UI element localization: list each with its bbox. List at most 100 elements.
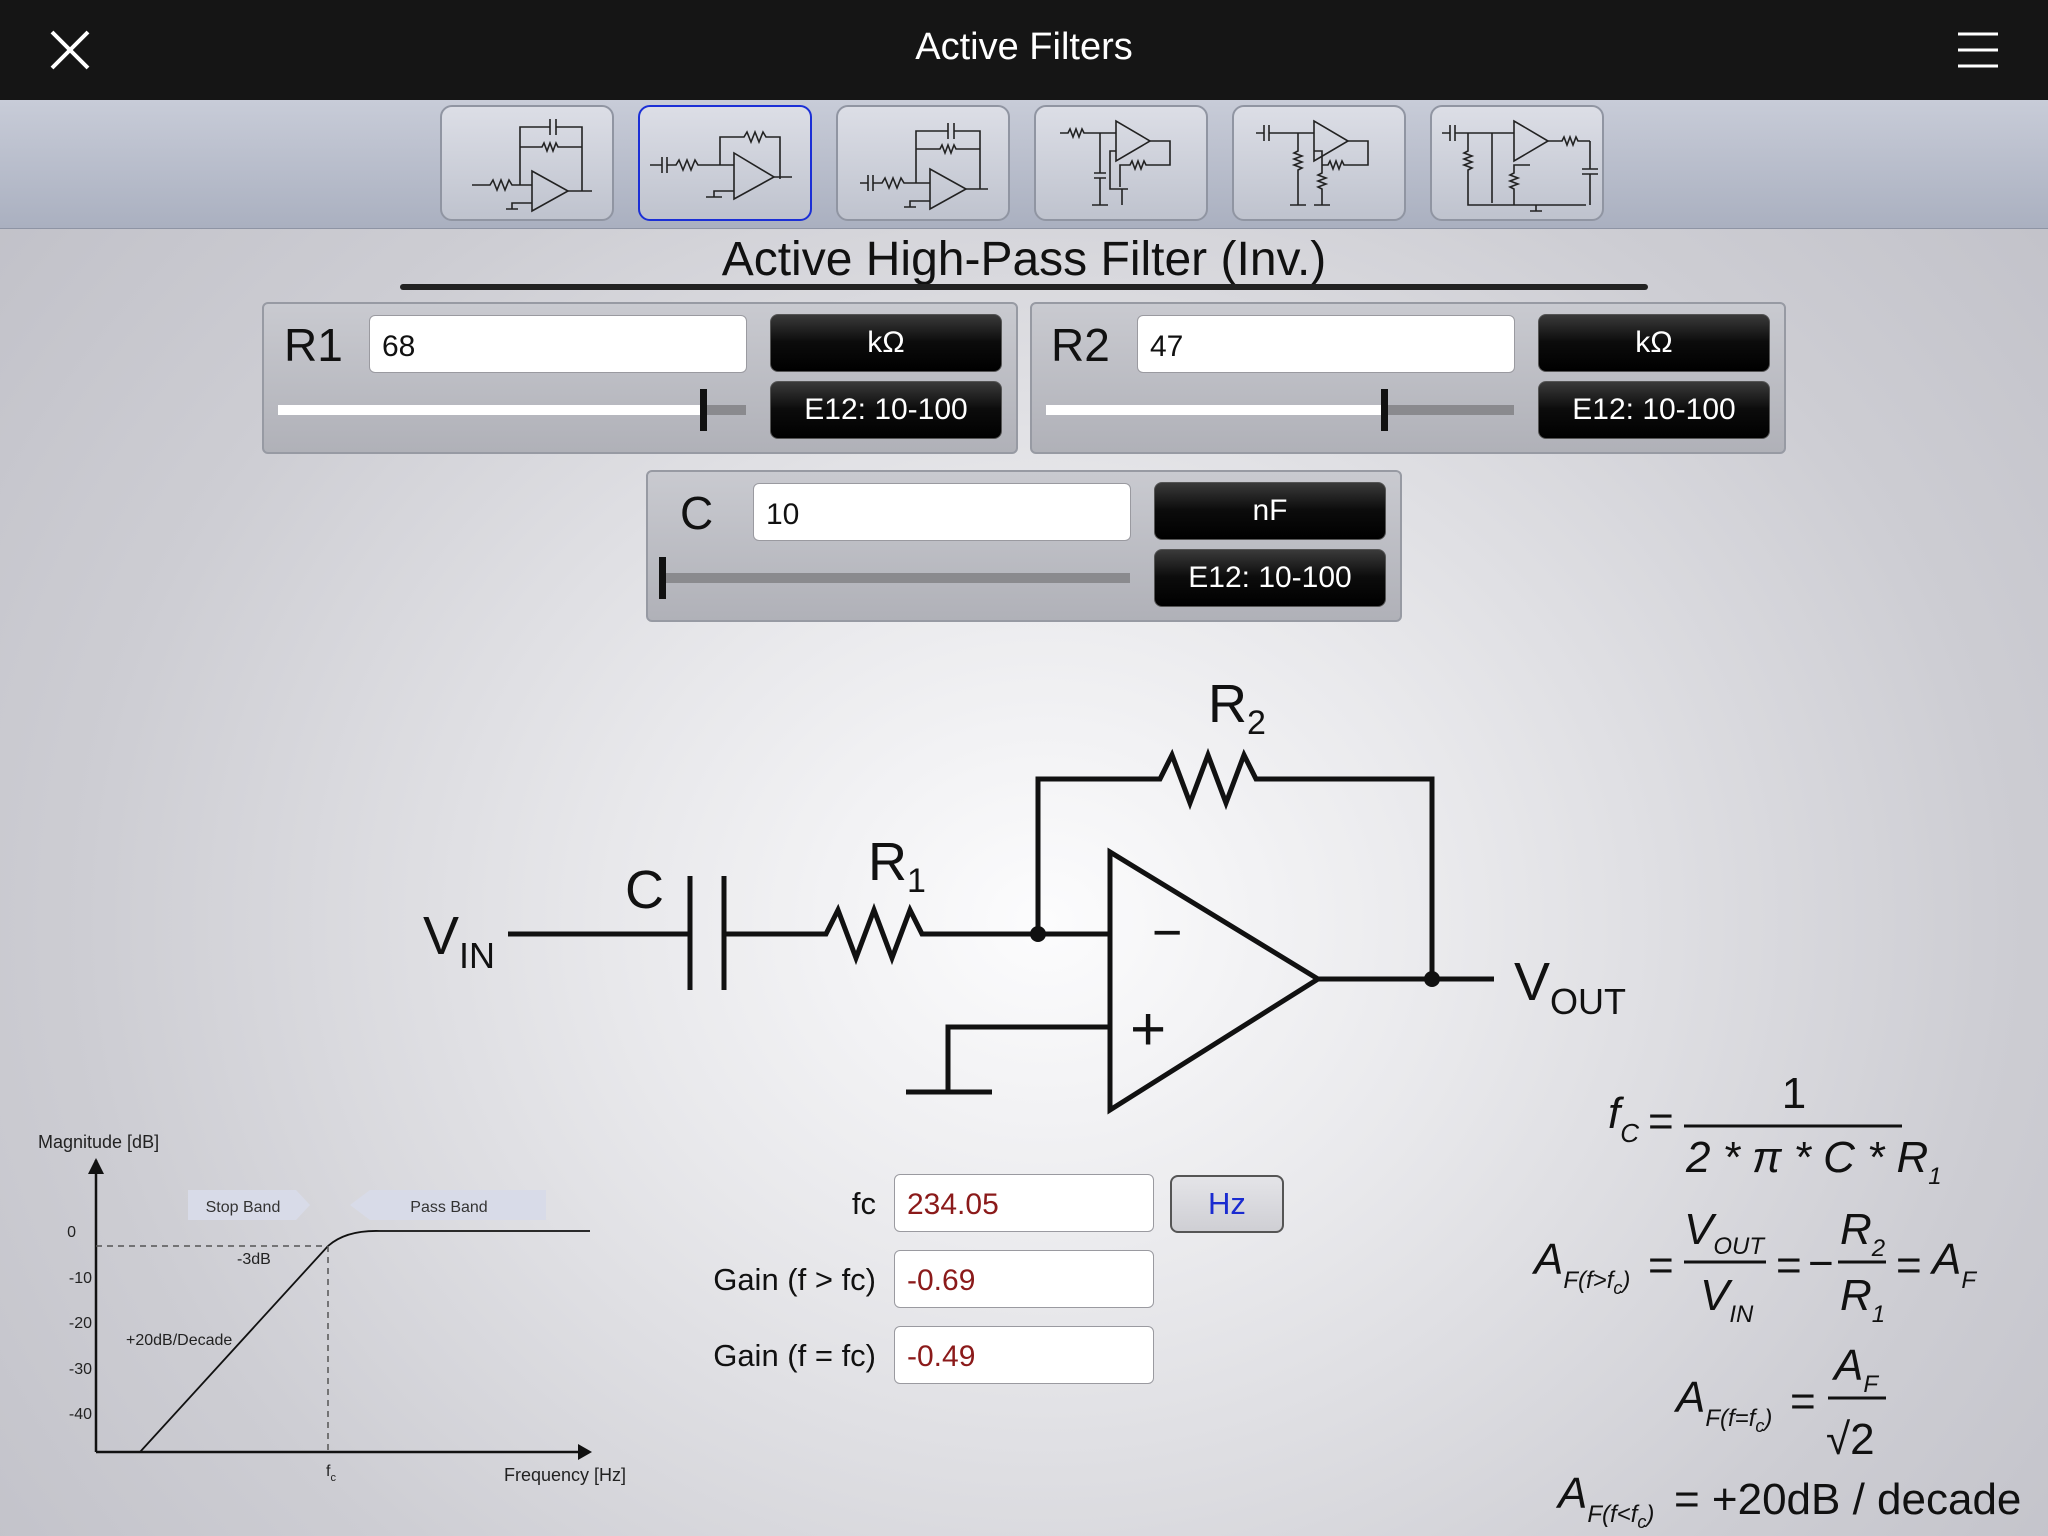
app-title: Active Filters	[915, 26, 1133, 68]
input-path	[508, 876, 1110, 990]
circuit-schematic: − + VIN C R1 R2 VOUT	[423, 674, 1626, 1115]
f2-lhs: AF(f>fc)	[1531, 1235, 1630, 1298]
inverting-band-pass-thumbnail-icon	[860, 123, 988, 211]
inverting-high-pass-thumbnail-icon	[650, 129, 792, 201]
pass-band-gain-formula: AF(f>fc) = VOUT VIN = − R2 R1 = AF	[1531, 1205, 1977, 1328]
tab-multiple-feedback[interactable]	[1430, 105, 1604, 221]
r1-value-input[interactable]: 68	[369, 315, 747, 373]
f3-denominator: √2	[1826, 1415, 1875, 1464]
minus-3db-label: -3dB	[237, 1251, 271, 1268]
top-bar	[0, 0, 2048, 100]
r1-series-button[interactable]: E12: 10-100	[770, 381, 1002, 439]
inverting-low-pass-thumbnail-icon	[472, 119, 592, 213]
equals-sign: =	[1648, 1241, 1674, 1290]
r1-unit-button[interactable]: kΩ	[770, 314, 1002, 372]
r1-slider-thumb[interactable]	[700, 389, 707, 431]
magnitude-curve	[139, 1230, 590, 1453]
stop-band-label: Stop Band	[206, 1199, 281, 1216]
f2-rhs: AF	[1929, 1235, 1977, 1294]
y-tick-label: -30	[69, 1361, 92, 1378]
page-title: Active High-Pass Filter (Inv.)	[721, 233, 1327, 286]
feedback-path	[1035, 747, 1435, 979]
c-unit-button[interactable]: nF	[1154, 482, 1386, 540]
f4-lhs: AF(f<fc)	[1555, 1469, 1654, 1532]
x-axis-label: Frequency [Hz]	[504, 1465, 626, 1485]
vin-label: VIN	[423, 906, 495, 976]
bode-plot: 0 -10 -20 -30 -40 Magnitude [dB] Frequen…	[38, 1132, 626, 1485]
plus-label: +	[1130, 995, 1166, 1064]
f2-r-denominator: R1	[1840, 1271, 1885, 1328]
f3-lhs: AF(f=fc)	[1673, 1373, 1772, 1436]
equals-sign: =	[1896, 1241, 1922, 1290]
junction-dot	[1030, 926, 1046, 942]
c-series-button[interactable]: E12: 10-100	[1154, 549, 1386, 607]
tab-inverting-band-pass[interactable]	[836, 105, 1010, 221]
f2-numerator: VOUT	[1684, 1205, 1766, 1260]
sallen-key-low-pass-thumbnail-icon	[1060, 119, 1171, 206]
minus-sign: −	[1808, 1239, 1834, 1288]
multiple-feedback-thumbnail-icon	[1442, 119, 1598, 212]
y-tick-label: 0	[67, 1224, 76, 1241]
r2-series-button[interactable]: E12: 10-100	[1538, 381, 1770, 439]
c-slider-track[interactable]	[662, 573, 1130, 583]
y-tick-label: -40	[69, 1406, 92, 1423]
slope-label: +20dB/Decade	[126, 1332, 232, 1349]
fc-unit-button[interactable]: Hz	[1170, 1175, 1284, 1233]
y-tick-label: -20	[69, 1315, 92, 1332]
stop-band-arrow	[188, 1190, 310, 1220]
op-amp-symbol	[1107, 847, 1323, 1115]
c-label: C	[680, 487, 714, 539]
filter-type-strip	[0, 100, 2048, 229]
vout-label: VOUT	[1514, 952, 1626, 1022]
stop-band-slope-formula: AF(f<fc) = +20dB / decade	[1555, 1469, 2021, 1532]
r2-value-input[interactable]: 47	[1137, 315, 1515, 373]
hamburger-menu-icon[interactable]	[1958, 32, 1998, 68]
ground-path	[906, 1024, 1110, 1095]
r1-slider-fill	[278, 405, 703, 415]
r2-label: R2	[1051, 319, 1110, 371]
fc-result-field: 234.05	[894, 1174, 1154, 1232]
minus-label: −	[1152, 904, 1182, 962]
pass-band-label: Pass Band	[410, 1199, 487, 1216]
y-axis-arrow-icon	[88, 1158, 104, 1174]
f1-numerator: 1	[1782, 1069, 1806, 1118]
title-divider	[400, 284, 1648, 290]
gain-at-fc-label: Gain (f = fc)	[713, 1338, 876, 1373]
c-schematic-label: C	[625, 860, 664, 920]
r2-slider-thumb[interactable]	[1381, 389, 1388, 431]
gain-at-fc-field: -0.49	[894, 1326, 1154, 1384]
c-value-input[interactable]: 10	[753, 483, 1131, 541]
cutoff-frequency-formula: fC = 1 2 * π * C * R1	[1608, 1069, 1942, 1190]
pass-band-arrow	[350, 1190, 546, 1220]
r2-unit-button[interactable]: kΩ	[1538, 314, 1770, 372]
formulas-panel: fC = 1 2 * π * C * R1 AF(f>fc) = VOUT VI…	[1531, 1069, 2021, 1532]
c-slider-thumb[interactable]	[659, 557, 666, 599]
gain-above-fc-label: Gain (f > fc)	[713, 1262, 876, 1297]
gain-above-fc-field: -0.69	[894, 1250, 1154, 1308]
junction-dot	[1424, 971, 1440, 987]
f1-denominator: 2 * π * C * R1	[1685, 1133, 1942, 1190]
r1-schematic-label: R1	[868, 832, 926, 900]
f2-denominator: VIN	[1700, 1271, 1754, 1328]
r1-label: R1	[284, 319, 343, 371]
tab-sallen-key-high-pass[interactable]	[1232, 105, 1406, 221]
f3-numerator: AF	[1831, 1341, 1879, 1398]
y-tick-label: -10	[69, 1270, 92, 1287]
x-axis-arrow-icon	[578, 1444, 592, 1460]
tab-inverting-low-pass[interactable]	[440, 105, 614, 221]
f1-lhs: fC	[1608, 1089, 1639, 1148]
equals-sign: =	[1648, 1097, 1674, 1146]
fc-tick-label: fc	[326, 1463, 336, 1484]
f2-r-numerator: R2	[1840, 1205, 1885, 1262]
sallen-key-high-pass-thumbnail-icon	[1256, 119, 1369, 206]
f4-rhs: = +20dB / decade	[1674, 1475, 2021, 1524]
y-axis-label: Magnitude [dB]	[38, 1132, 159, 1152]
close-icon[interactable]	[48, 28, 92, 72]
tab-sallen-key-low-pass[interactable]	[1034, 105, 1208, 221]
y-ticks: 0 -10 -20 -30 -40	[67, 1224, 92, 1423]
tab-inverting-high-pass[interactable]	[638, 105, 812, 221]
equals-sign: =	[1776, 1241, 1802, 1290]
fc-result-label: fc	[851, 1186, 876, 1221]
cutoff-gain-formula: AF(f=fc) = AF √2	[1673, 1341, 1886, 1464]
r2-slider-fill	[1046, 405, 1383, 415]
